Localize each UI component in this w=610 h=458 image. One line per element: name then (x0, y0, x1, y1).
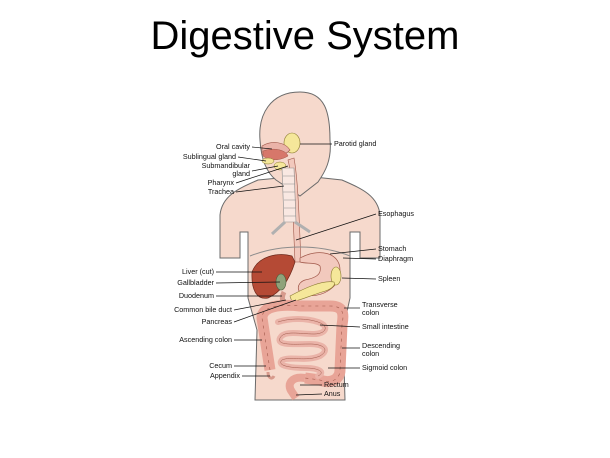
label-descending-colon-2: colon (362, 349, 379, 358)
slide-title: Digestive System (150, 14, 460, 58)
label-common-bile-duct: Common bile duct (174, 305, 232, 314)
label-liver: Liver (cut) (182, 267, 214, 276)
label-pancreas: Pancreas (202, 317, 233, 326)
label-sigmoid-colon: Sigmoid colon (362, 363, 407, 372)
liver-shape (251, 254, 296, 299)
label-transverse-colon-1: Transverse (362, 300, 398, 309)
label-ascending-colon: Ascending colon (179, 335, 232, 344)
label-oral-cavity: Oral cavity (216, 142, 250, 151)
label-diaphragm: Diaphragm (378, 254, 413, 263)
label-pharynx: Pharynx (208, 178, 235, 187)
label-parotid-gland: Parotid gland (334, 139, 376, 148)
trachea-shape (270, 167, 311, 236)
label-rectum: Rectum (324, 380, 349, 389)
label-spleen: Spleen (378, 274, 400, 283)
leader-lines (215, 143, 377, 396)
pancreas-shape (289, 281, 335, 303)
label-small-intestine: Small intestine (362, 322, 409, 331)
label-duodenum: Duodenum (179, 291, 214, 300)
label-anus: Anus (324, 389, 341, 398)
label-transverse-colon-2: colon (362, 308, 379, 317)
label-gallbladder: Gallbladder (177, 278, 214, 287)
label-submandibular-1: Submandibular (202, 161, 251, 170)
appendix-shape (266, 371, 276, 380)
label-sublingual-gland: Sublingual gland (183, 152, 236, 161)
label-appendix: Appendix (210, 371, 240, 380)
label-descending-colon-1: Descending (362, 341, 400, 350)
label-cecum: Cecum (209, 361, 232, 370)
label-esophagus: Esophagus (378, 209, 414, 218)
label-submandibular-2: gland (232, 169, 250, 178)
spleen-shape (330, 266, 342, 286)
label-stomach: Stomach (378, 244, 406, 253)
sublingual-gland-shape (261, 157, 275, 165)
label-trachea: Trachea (208, 187, 234, 196)
rectum-shape (285, 373, 306, 401)
